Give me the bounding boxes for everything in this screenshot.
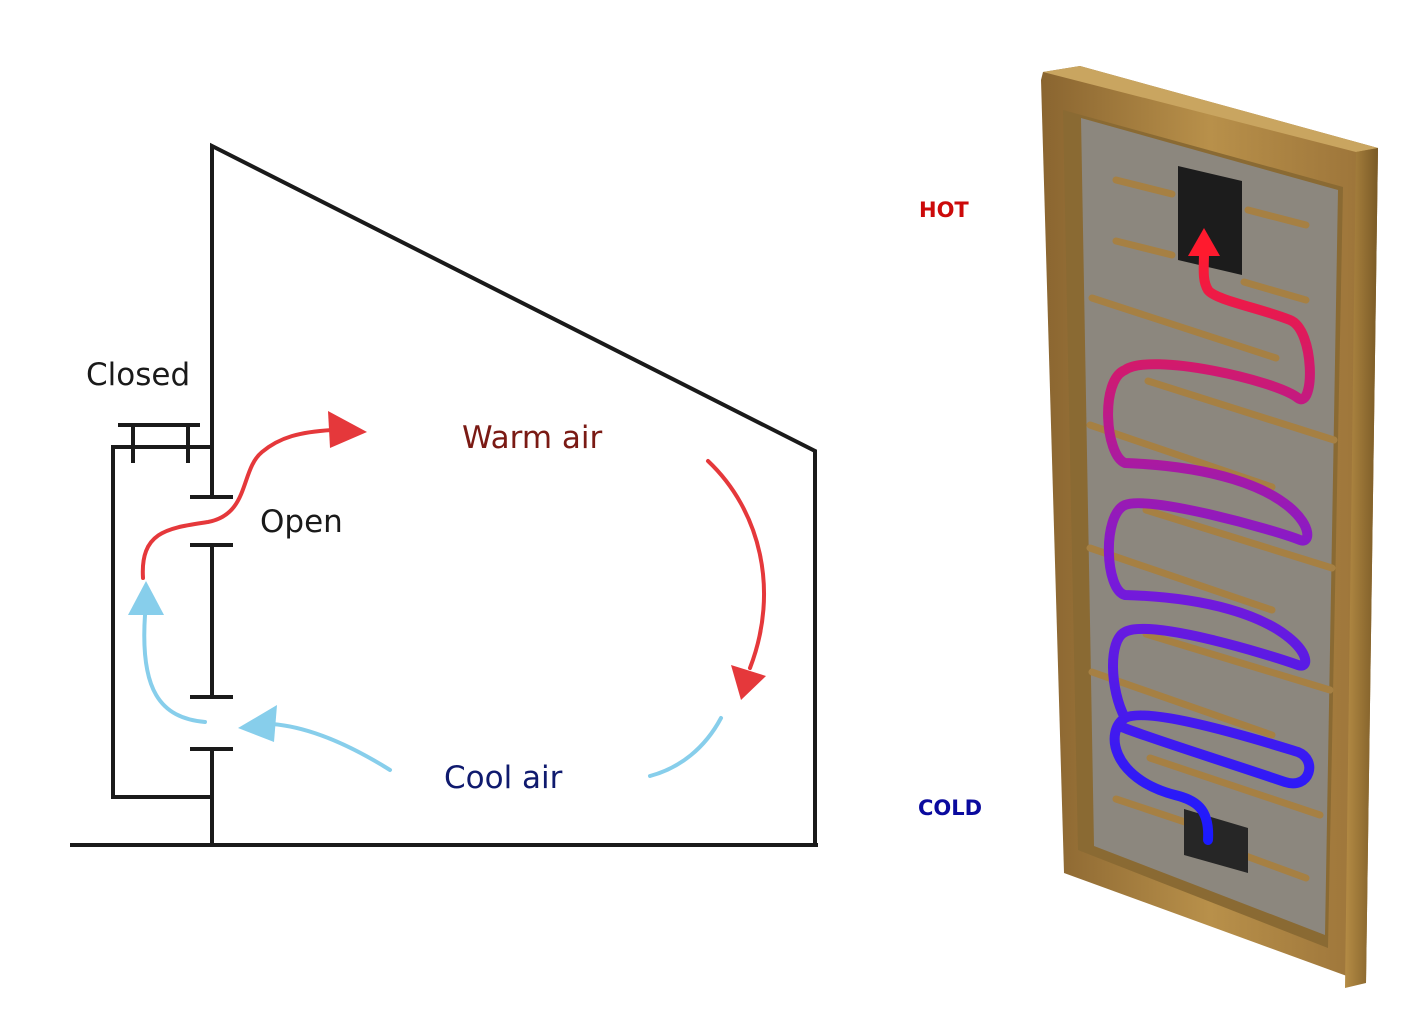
warm-air-arrow-right (706, 459, 767, 670)
solar-air-heater-panel (1041, 66, 1378, 988)
bottom-inlet-opening (1184, 809, 1248, 873)
baffle (1142, 630, 1334, 694)
baffle (1142, 506, 1336, 572)
cold-label: COLD (918, 796, 982, 820)
right-labels: HOT COLD (918, 198, 982, 820)
cool-air-arrowhead-up (128, 581, 164, 615)
baffle (1112, 795, 1192, 827)
hot-outlet-arrowhead (1188, 228, 1220, 256)
baffle (1112, 237, 1176, 259)
collector-box (111, 445, 212, 799)
hot-label: HOT (919, 198, 969, 222)
airflow-arrows (128, 411, 767, 778)
open-label: Open (260, 504, 343, 540)
baffle (1088, 294, 1280, 362)
warm-air-arrowhead-top (328, 411, 367, 448)
baffle (1242, 852, 1310, 882)
baffle (1240, 278, 1310, 304)
warm-air-label: Warm air (462, 420, 603, 456)
cool-air-label: Cool air (444, 760, 563, 796)
baffle (1086, 544, 1276, 614)
baffle (1112, 176, 1176, 198)
cool-air-arrow-collector (142, 613, 207, 724)
panel-frame-top (1043, 66, 1378, 152)
cool-air-arrow-floor (270, 722, 392, 772)
panel-frame-side (1345, 148, 1378, 988)
baffle (1088, 668, 1276, 739)
top-outlet-opening (1178, 166, 1242, 275)
baffle (1144, 377, 1338, 444)
cool-air-arrowhead-left (238, 705, 277, 742)
building-cross-section (70, 142, 818, 847)
cool-air-arrow-bottom-right (648, 716, 723, 778)
baffle (1146, 754, 1324, 819)
warm-air-arrowhead-down (731, 665, 766, 700)
serpentine-airflow-path (1103, 247, 1315, 845)
building-outline (210, 142, 817, 845)
closed-label: Closed (86, 357, 190, 393)
left-labels: Closed Open Warm air Cool air (86, 357, 603, 796)
baffle (1244, 206, 1310, 229)
warm-air-arrow-collector (140, 428, 334, 580)
